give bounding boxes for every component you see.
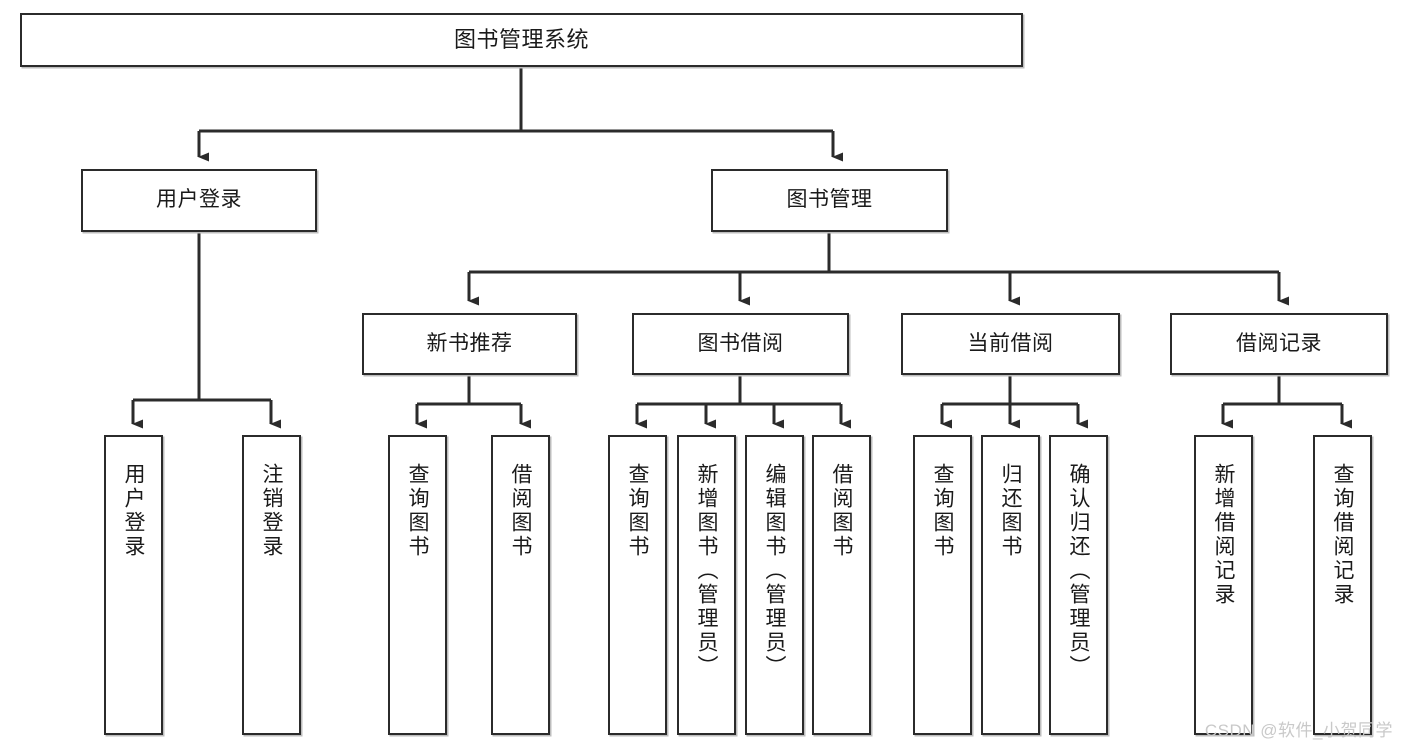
node-leaf-borrow-book-1[interactable]: 借阅图书 (491, 435, 550, 735)
node-label: 用户登录 (122, 463, 145, 559)
node-book-management[interactable]: 图书管理 (711, 169, 948, 232)
node-label: 图书借阅 (697, 331, 784, 355)
node-label: 借阅图书 (830, 463, 853, 559)
node-leaf-add-book[interactable]: 新增图书（管理员） (677, 435, 736, 735)
node-label: 图书管理 (786, 188, 873, 212)
node-root-book-management-system[interactable]: 图书管理系统 (20, 13, 1023, 67)
node-leaf-query-book-1[interactable]: 查询图书 (388, 435, 447, 735)
node-leaf-query-book-3[interactable]: 查询图书 (913, 435, 972, 735)
node-label: 图书管理系统 (453, 27, 589, 53)
node-leaf-query-book-2[interactable]: 查询图书 (608, 435, 667, 735)
node-label: 注销登录 (260, 463, 283, 559)
node-label: 新增借阅记录 (1212, 463, 1235, 607)
node-leaf-query-record[interactable]: 查询借阅记录 (1313, 435, 1372, 735)
node-leaf-edit-book[interactable]: 编辑图书（管理员） (745, 435, 804, 735)
node-current-borrow[interactable]: 当前借阅 (901, 313, 1120, 375)
node-borrow-record[interactable]: 借阅记录 (1170, 313, 1388, 375)
node-book-borrow[interactable]: 图书借阅 (632, 313, 849, 375)
node-label: 查询图书 (626, 463, 649, 559)
node-leaf-add-record[interactable]: 新增借阅记录 (1194, 435, 1253, 735)
node-label: 归还图书 (999, 463, 1022, 559)
node-leaf-user-login[interactable]: 用户登录 (104, 435, 163, 735)
node-label: 查询图书 (931, 463, 954, 559)
node-label: 查询借阅记录 (1331, 463, 1354, 607)
watermark-text: CSDN @软件_小贺同学 (1204, 721, 1393, 740)
node-label: 借阅记录 (1236, 331, 1322, 355)
node-label: 新书推荐 (426, 331, 513, 355)
node-label: 借阅图书 (509, 463, 532, 559)
node-leaf-logout-login[interactable]: 注销登录 (242, 435, 301, 735)
node-label: 确认归还（管理员） (1067, 463, 1090, 679)
node-label: 查询图书 (406, 463, 429, 559)
node-new-book-recommend[interactable]: 新书推荐 (362, 313, 577, 375)
node-leaf-return-book[interactable]: 归还图书 (981, 435, 1040, 735)
node-label: 用户登录 (156, 188, 242, 212)
node-label: 新增图书（管理员） (695, 463, 718, 679)
node-leaf-confirm-return[interactable]: 确认归还（管理员） (1049, 435, 1108, 735)
node-leaf-borrow-book-2[interactable]: 借阅图书 (812, 435, 871, 735)
node-user-login[interactable]: 用户登录 (81, 169, 317, 232)
node-label: 当前借阅 (967, 331, 1054, 355)
node-label: 编辑图书（管理员） (763, 463, 786, 679)
